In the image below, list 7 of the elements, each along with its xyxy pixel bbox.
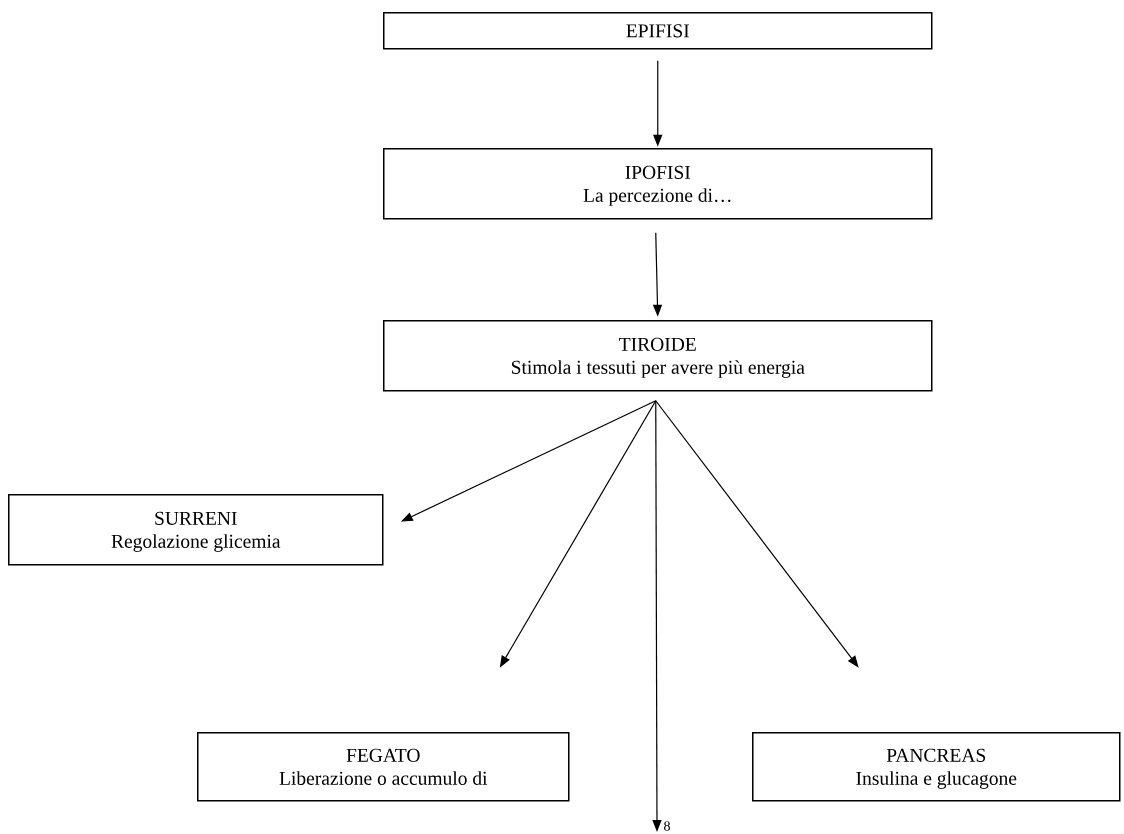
- organ-box: IPOFISI La percezione di…: [383, 148, 933, 220]
- page-number: 8: [664, 821, 670, 831]
- organ-box: PANCREAS Insulina e glucagone: [752, 732, 1121, 802]
- organ-box: TIROIDE Stimola i tessuti per avere più energia: [383, 320, 933, 392]
- organ-box: FEGATO Liberazione o accumulo di: [197, 732, 570, 802]
- organ-box: EPIFISI: [383, 12, 933, 50]
- organ-box: SURRENI Regolazione glicemia: [8, 494, 384, 566]
